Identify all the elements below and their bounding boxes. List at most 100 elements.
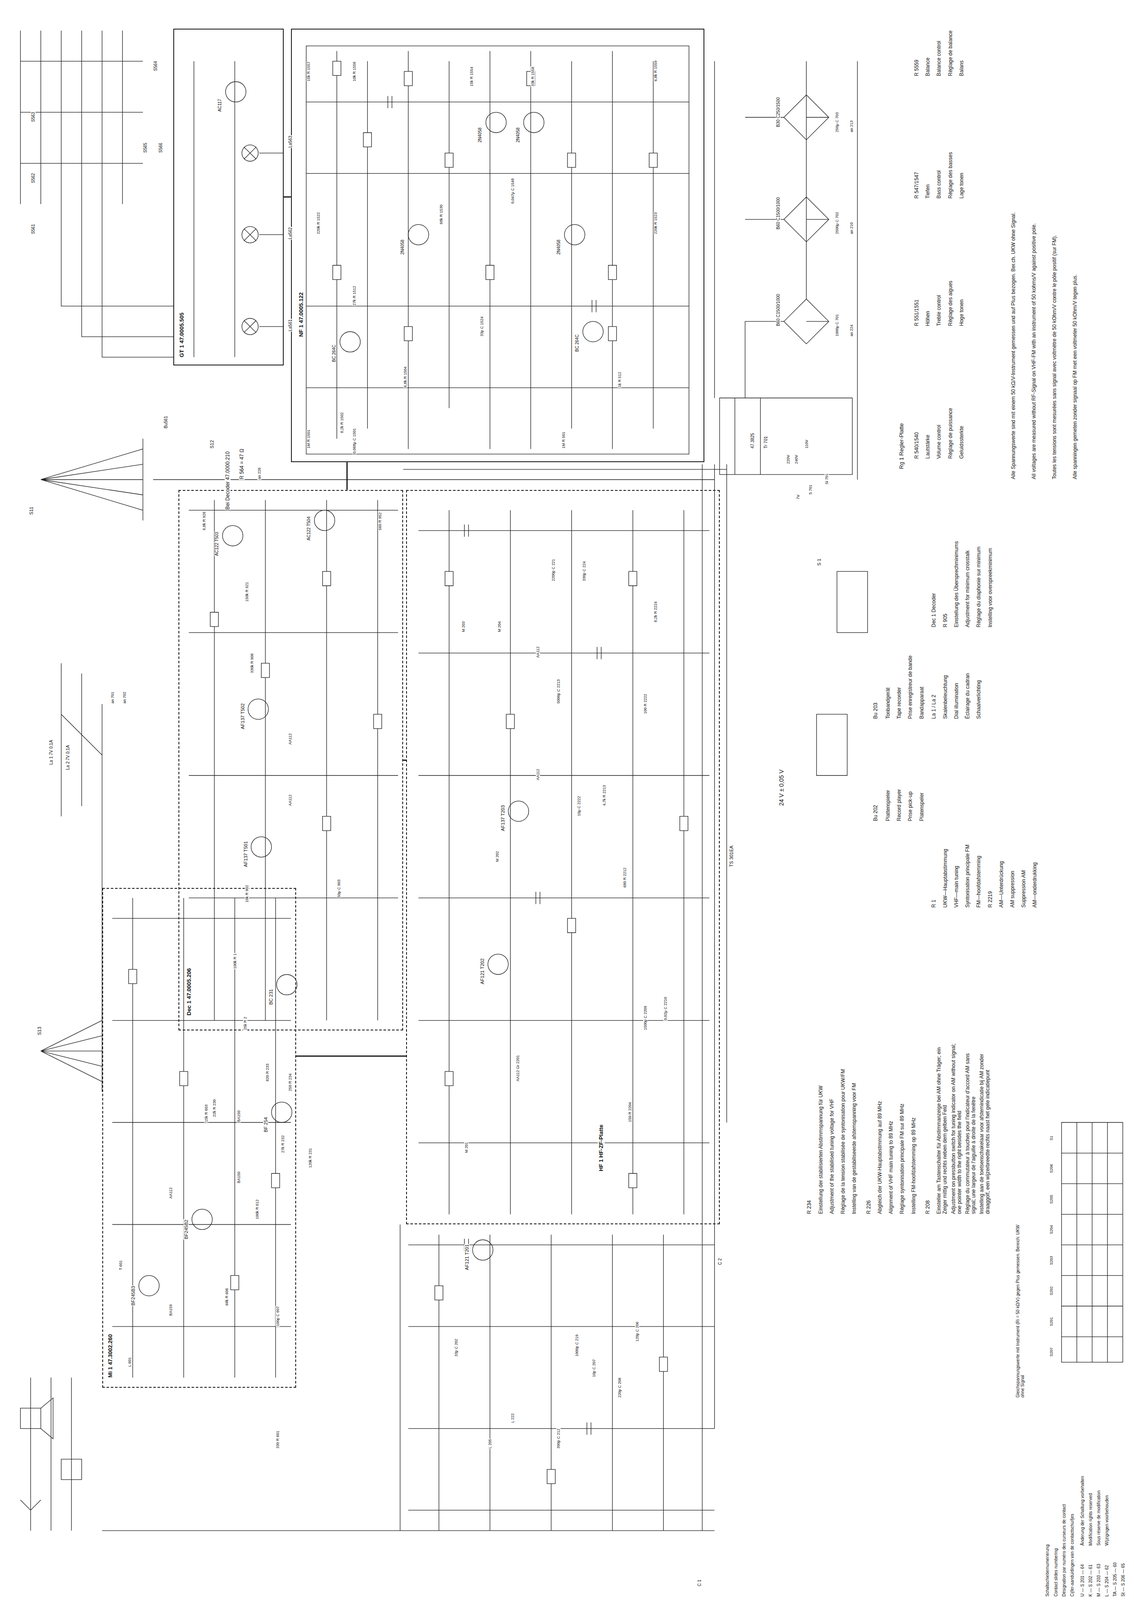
note-text: Rg 1 Regler-Platte <box>898 422 905 470</box>
component-label: Tr 701 <box>763 436 769 450</box>
component-label: 33p C 1524 <box>479 315 484 337</box>
component-label: L 222 <box>510 1413 515 1424</box>
component-label: 8,2k R 1502 <box>339 412 345 434</box>
component-label: S562 <box>30 172 36 184</box>
component-label: St — S 206 — 65 <box>1120 1562 1126 1598</box>
component-label: Si 701 <box>824 472 829 485</box>
component-label: 27k R 1512 <box>352 285 357 306</box>
transistor-symbol <box>222 525 244 547</box>
socket-diagram <box>816 571 868 776</box>
component-label: C 2 <box>717 1257 723 1266</box>
component-label: AF121 T202 <box>479 958 485 985</box>
note-text: Dec 1 Decoder <box>930 592 937 628</box>
component-label: an 702 <box>122 691 127 705</box>
component-label: S1 <box>1049 1135 1054 1141</box>
component-label: 100k R 1 <box>232 952 238 970</box>
transistor-symbol <box>339 331 361 353</box>
note-text: R 2219 <box>987 890 994 909</box>
transistor-symbol <box>225 81 247 103</box>
component-label: S566 <box>158 142 164 153</box>
note-text: Bandapparaat <box>918 686 925 720</box>
component-label: 27k R 232 <box>280 1134 285 1154</box>
component-label: B30 C250/1500 <box>775 97 781 128</box>
component-label: M — S 203 — 63 <box>1096 1563 1102 1598</box>
note-text: All voltages are measured without RF-Sig… <box>1030 68 1037 480</box>
note-text: Bu 202 <box>872 804 879 822</box>
lamp-symbol <box>241 145 259 336</box>
note-text: Adjustment of the stabilised tuning volt… <box>828 1098 835 1215</box>
component-label: AF137 T203 <box>500 804 506 832</box>
note-text: Syntonisation principale FM <box>964 844 971 909</box>
transistor-symbol <box>582 321 604 342</box>
module-label: NF 1 47.0005.122 <box>297 291 305 338</box>
note-text: Suppression AM <box>1020 869 1027 909</box>
component-label: AA112 <box>168 1187 173 1200</box>
component-label: BC 264C <box>331 344 337 363</box>
transistor-symbol <box>276 974 297 995</box>
component-label: M 201 <box>464 1141 469 1154</box>
component-label: AA112 <box>535 768 541 781</box>
note-text: Bu 203 <box>872 702 879 720</box>
component-label: TS 301EA <box>728 845 734 868</box>
component-label: 390p C 212 <box>556 1428 561 1450</box>
component-label: 120p C 206 <box>635 1321 640 1342</box>
module-connector <box>296 1055 407 1057</box>
component-label: 330 R 601 <box>275 1430 280 1450</box>
capacitor-symbol <box>387 95 602 1435</box>
note-text: Treble control <box>935 294 942 327</box>
component-label: Cijfer-aanduidingen van de contactschuif… <box>1069 1513 1075 1597</box>
component-label: 4,7k R 2213 <box>602 784 607 807</box>
module-connector <box>346 462 348 490</box>
component-label: 2N4058 <box>556 239 562 256</box>
component-label: U — S 201 — 64 <box>1080 1563 1085 1598</box>
note-text: R 551/1551 <box>913 299 920 327</box>
if-wiring <box>418 510 710 1215</box>
component-label: 110V <box>804 439 809 449</box>
component-label: 100k R 612 <box>255 1199 260 1220</box>
component-label: 220p C 208 <box>617 1377 622 1399</box>
component-label: 0,068μ C 1501 <box>352 427 357 455</box>
note-text: Lage tonen <box>958 172 965 199</box>
wiring <box>20 30 1123 1531</box>
note-text: Volume control <box>935 424 942 460</box>
component-label: 6,8k R 1559 <box>653 59 658 82</box>
component-label: TA — S 205 — 60 <box>1112 1561 1118 1598</box>
note-text: Geluidssterkte <box>958 425 965 460</box>
note-text: Instelling FM-hoofdafstemming op 89 MHz <box>910 1116 917 1215</box>
note-text: Alle Spannungswerte sind mit einem 50 kΩ… <box>1010 68 1017 480</box>
transistor-symbol <box>408 224 429 246</box>
component-label: 1000p C 219 <box>574 1334 579 1358</box>
note-text: Schaalverlichting <box>975 679 982 720</box>
component-label: S561 <box>30 223 36 235</box>
component-label: Sous réserve de modification <box>1096 1490 1102 1547</box>
component-label: S563 <box>30 111 36 123</box>
component-label: 2N4058 <box>515 127 521 143</box>
component-label: 100 R 2222 <box>643 693 648 715</box>
component-label: 0,02μ C 2210 <box>663 996 668 1021</box>
module-frame: Mi 1 47.3002.260 <box>102 887 297 1388</box>
component-label: 7V <box>795 494 801 500</box>
note-text: R 5559 <box>913 59 920 77</box>
power-wiring <box>714 61 858 480</box>
component-label: AF121 T201 <box>464 1243 470 1271</box>
component-label: 25k R 2 <box>243 1016 248 1031</box>
component-label: M 203 <box>461 620 466 633</box>
note-text: Plattenspieler <box>884 789 891 822</box>
note-text: Abgleich der UKW-Hauptabstimmung auf 89 … <box>876 1100 883 1215</box>
note-text: Réglage des aigues <box>947 280 954 327</box>
rf-wiring <box>408 1234 715 1531</box>
transistor-symbol <box>564 224 585 246</box>
component-label: 10k R 902 <box>244 884 250 903</box>
transistor-symbol <box>138 81 603 1297</box>
component-label: 68k R 606 <box>224 1287 229 1307</box>
note-text: R 208 <box>924 1199 931 1215</box>
note-text: Einsteller am Tastenschalter für Abstimm… <box>935 1042 948 1215</box>
component-label: AC122 T504 <box>306 516 312 541</box>
component-label: B60 C1500/1000 <box>775 196 781 230</box>
component-label: S204 <box>1049 1224 1054 1235</box>
note-text: Instelling aan de toetsenschakelaar voor… <box>978 1042 991 1215</box>
component-label: Contact slides numbering <box>1053 1547 1059 1598</box>
component-label: 0,047μ C 1548 <box>510 178 515 205</box>
